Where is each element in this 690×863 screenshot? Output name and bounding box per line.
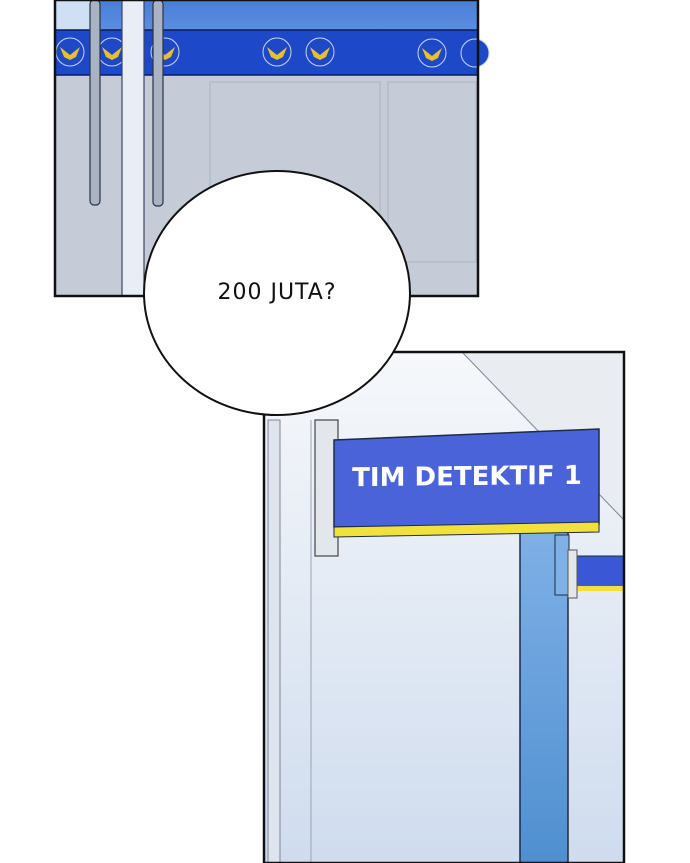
- speech-bubble: [143, 170, 411, 416]
- far-sign: [576, 555, 625, 591]
- door-handle: [89, 0, 101, 206]
- door-handle: [152, 0, 164, 207]
- speech-bubble-text: 200 JUTA?: [217, 280, 337, 305]
- police-emblems: [55, 37, 490, 68]
- bottom-panel: [262, 350, 626, 863]
- door-frame: [121, 0, 145, 297]
- top-panel: [53, 0, 490, 298]
- sign-text: TIM DETEKTIF 1: [352, 460, 582, 494]
